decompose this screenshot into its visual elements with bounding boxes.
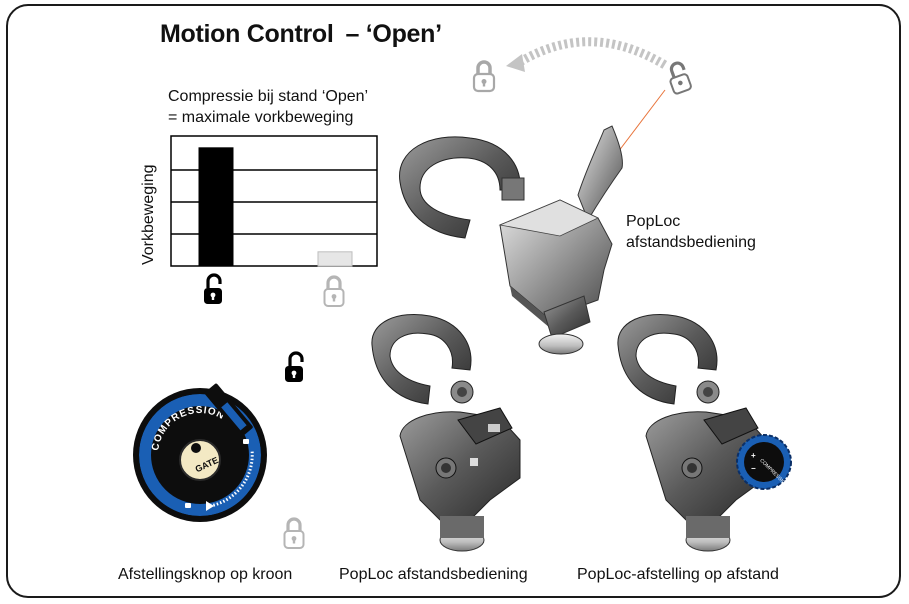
poploc-remote-label-line2: afstandsbediening	[626, 234, 756, 251]
closed-lock-icon	[323, 275, 345, 307]
open-lock-icon	[285, 351, 304, 382]
svg-text:−: −	[751, 464, 756, 473]
chart-bar-locked	[317, 251, 353, 267]
laser-guide-line	[611, 89, 666, 161]
title-main: Motion Control	[160, 20, 334, 48]
diagram-title: Motion Control – ‘Open’	[160, 20, 442, 49]
caption-crown-knob: Afstellingsknop op kroon	[118, 566, 293, 583]
poploc-remote-middle	[371, 314, 521, 552]
title-sub: – ‘Open’	[345, 20, 443, 48]
caption-poploc-remote-adjust: PopLoc-afstelling op afstand	[577, 566, 779, 583]
bar-chart	[170, 135, 378, 267]
remote-compression-dial: + − COMPRESSION	[736, 434, 792, 490]
chart-bar-unlocked	[198, 147, 234, 267]
poploc-remote-large	[399, 125, 623, 355]
diagram-frame	[6, 4, 901, 598]
caption-poploc-remote: PopLoc afstandsbediening	[339, 566, 528, 583]
open-lock-icon	[669, 61, 692, 95]
poploc-remote-label-line1: PopLoc	[626, 213, 681, 230]
svg-text:+: +	[751, 451, 756, 460]
closed-lock-icon	[283, 517, 305, 549]
open-lock-icon	[204, 273, 222, 304]
lock-rotation-arrow	[506, 37, 668, 72]
chart-caption-line2: = maximale vorkbeweging	[168, 109, 354, 126]
poploc-remote-right: + − COMPRESSION	[617, 314, 792, 552]
closed-lock-icon	[472, 60, 496, 93]
chart-caption: Compressie bij stand ‘Open’ = maximale v…	[168, 86, 368, 128]
chart-caption-line1: Compressie bij stand ‘Open’	[168, 88, 369, 105]
crown-compression-dial: COMPRESSION GATE	[133, 383, 267, 522]
poploc-remote-label: PopLoc afstandsbediening	[626, 211, 756, 253]
